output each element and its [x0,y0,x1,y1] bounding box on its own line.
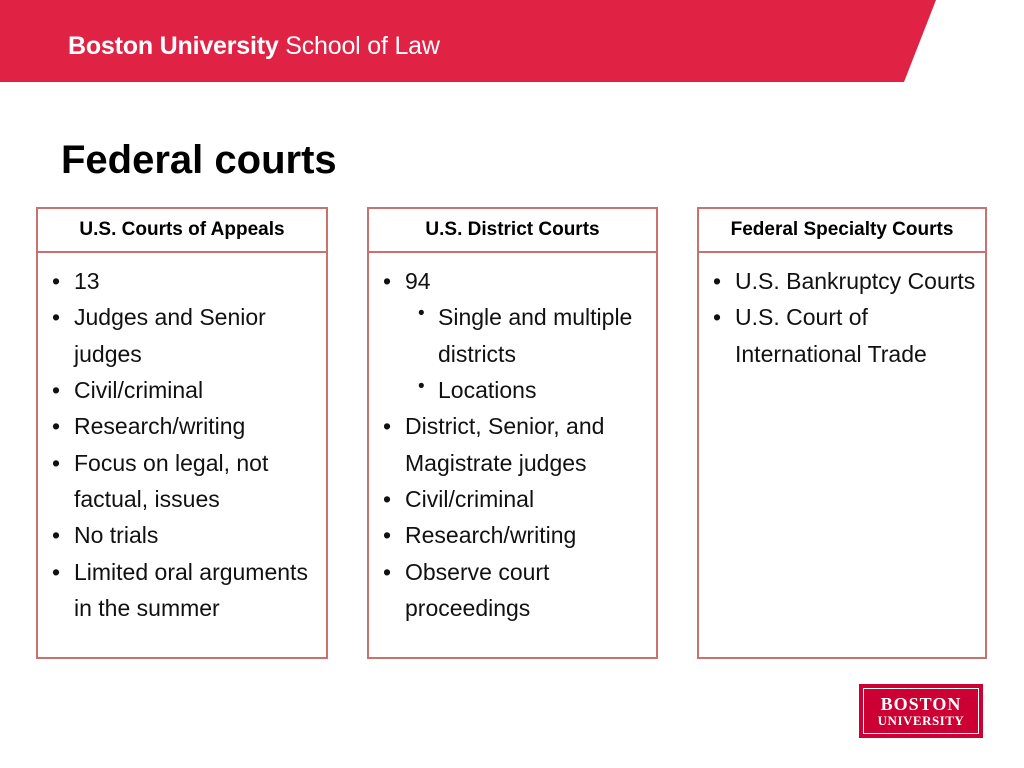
header-brand-regular: School of Law [278,32,440,60]
bullet-list: 13 Judges and Senior judges Civil/crimin… [44,263,320,626]
list-item: Observe court proceedings [375,554,650,627]
list-item: Single and multiple districts [408,299,650,372]
list-item: Limited oral arguments in the summer [44,554,320,627]
column-federal-specialty-courts: Federal Specialty Courts U.S. Bankruptcy… [697,207,987,659]
column-body: 13 Judges and Senior judges Civil/crimin… [36,253,328,659]
header-banner-title: Boston University School of Law [68,34,440,59]
boston-university-logo: BOSTON UNIVERSITY [859,684,983,738]
column-us-courts-of-appeals: U.S. Courts of Appeals 13 Judges and Sen… [36,207,328,659]
list-item: U.S. Court of International Trade [705,299,979,372]
bullet-list: U.S. Bankruptcy Courts U.S. Court of Int… [705,263,979,372]
logo-line-university: UNIVERSITY [877,712,965,728]
column-header: Federal Specialty Courts [697,207,987,253]
list-item: U.S. Bankruptcy Courts [705,263,979,300]
page-title: Federal courts [61,138,337,182]
list-item: Focus on legal, not factual, issues [44,445,320,518]
column-header: U.S. Courts of Appeals [36,207,328,253]
court-columns: U.S. Courts of Appeals 13 Judges and Sen… [36,207,987,659]
list-item: Locations [408,372,650,408]
bullet-list: 94 Single and multiple districts Locatio… [375,263,650,626]
list-item: 94 [375,263,650,300]
column-body: U.S. Bankruptcy Courts U.S. Court of Int… [697,253,987,659]
header-banner: Boston University School of Law [0,0,936,82]
list-item: Judges and Senior judges [44,299,320,372]
list-item: Civil/criminal [44,372,320,409]
list-item: No trials [44,517,320,554]
header-brand-bold: Boston University [68,32,279,60]
logo-line-boston: BOSTON [880,693,962,714]
column-body: 94 Single and multiple districts Locatio… [367,253,658,659]
column-us-district-courts: U.S. District Courts 94 Single and multi… [367,207,658,659]
list-item: Research/writing [375,517,650,554]
list-item: District, Senior, and Magistrate judges [375,408,650,481]
list-item: Civil/criminal [375,481,650,518]
column-header: U.S. District Courts [367,207,658,253]
list-item: Research/writing [44,408,320,445]
list-item: 13 [44,263,320,300]
logo-inner-frame: BOSTON UNIVERSITY [863,688,979,734]
